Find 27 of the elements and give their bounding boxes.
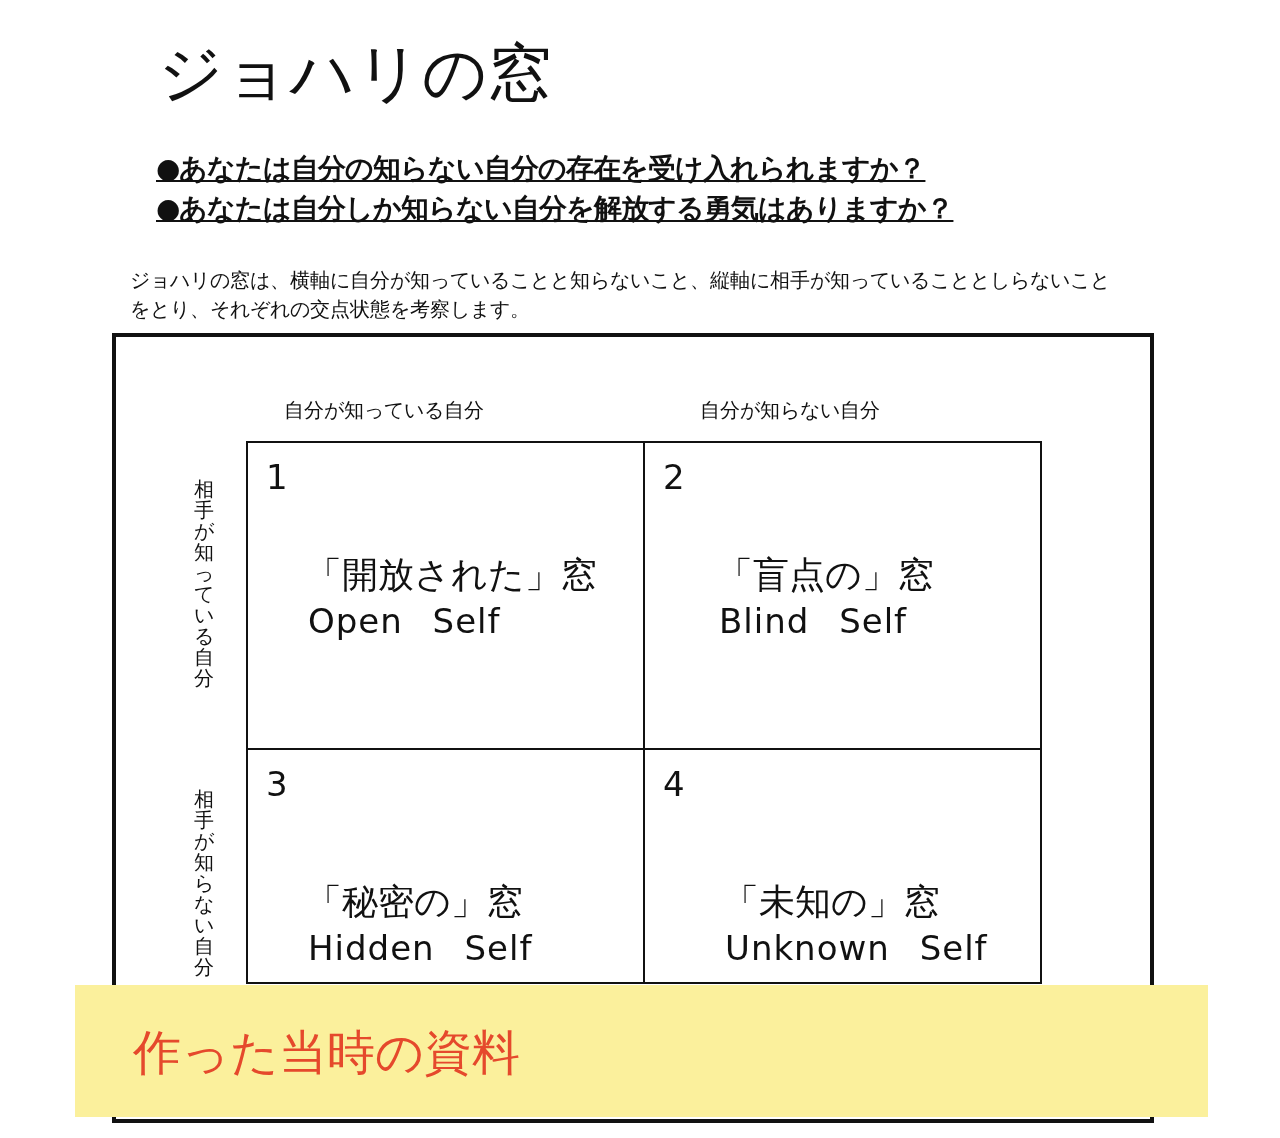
row-header: 相手が知らない自分 [194, 789, 214, 978]
quadrant-subtitle: Unknown Self [725, 928, 988, 968]
quadrant-number: 2 [663, 457, 685, 497]
description-text: ジョハリの窓は、横軸に自分が知っていることと知らないこと、縦軸に相手が知っていることとしらないことをとり、それぞれの交点状態を考察します。 [130, 267, 1110, 323]
row-header: 相手が知っている自分 [194, 479, 214, 689]
quadrant-number: 4 [663, 764, 685, 804]
question-text: ●あなたは自分の知らない自分の存在を受け入れられますか？ [156, 151, 926, 187]
quadrant-title: 「未知の」窓 [723, 880, 940, 924]
quadrant-title: 「秘密の」窓 [306, 880, 523, 924]
note-banner [75, 985, 1208, 1117]
quadrant-cell [246, 748, 645, 984]
quadrant-cell [643, 748, 1042, 984]
column-header: 自分が知っている自分 [284, 397, 484, 424]
quadrant-subtitle: Hidden Self [308, 928, 533, 968]
quadrant-title: 「盲点の」窓 [717, 553, 934, 597]
quadrant-cell [643, 441, 1042, 750]
title: ジョハリの窓 [158, 35, 552, 112]
matrix-frame [112, 333, 1154, 1123]
quadrant-subtitle: Open Self [308, 601, 501, 641]
banner-text: 作った当時の資料 [133, 1023, 520, 1082]
quadrant-number: 3 [266, 764, 288, 804]
quadrant-number: 1 [266, 457, 288, 497]
quadrant-subtitle: Blind Self [719, 601, 908, 641]
question-text: ●あなたは自分しか知らない自分を解放する勇気はありますか？ [156, 191, 954, 227]
quadrant-title: 「開放された」窓 [306, 553, 597, 597]
quadrant-cell [246, 441, 645, 750]
column-header: 自分が知らない自分 [700, 397, 880, 424]
